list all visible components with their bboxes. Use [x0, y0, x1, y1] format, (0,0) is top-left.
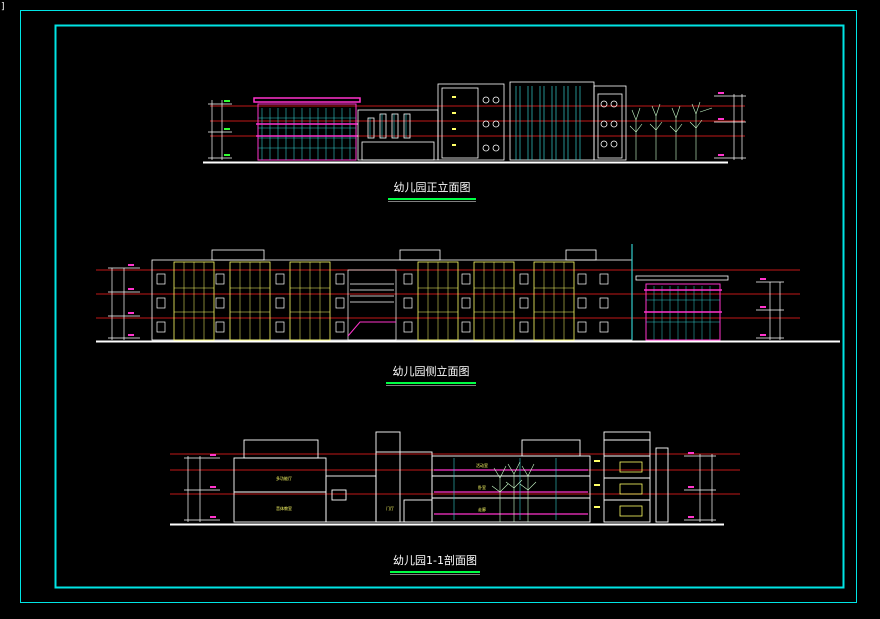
section-slab-lines: [434, 469, 588, 515]
front-columns: [515, 86, 581, 160]
front-right-block: [593, 85, 627, 161]
front-right-level-labels: [718, 92, 724, 156]
inner-frame: [54, 24, 845, 589]
section-right-block: [603, 431, 669, 523]
side-left-dimensions: [108, 267, 140, 340]
section-left-level-labels: [210, 454, 216, 518]
section-room-f: 卧室: [478, 484, 486, 490]
side-elevation: [96, 244, 840, 343]
side-window-bays: [156, 261, 609, 341]
side-drum-volume: [635, 275, 729, 341]
section-room-b: 音体教室: [276, 505, 292, 511]
section-left-dimensions: [184, 456, 220, 522]
section-trees: [491, 461, 537, 522]
section-right-level-labels: [688, 452, 694, 518]
side-elevation-title: 幼儿园侧立面图: [393, 364, 470, 378]
front-middle-glazing: [369, 114, 407, 138]
front-drum-volume: [253, 97, 361, 161]
section-classroom-glazing: [453, 458, 557, 520]
section-1-1: 多功能厅 音体教室 门厅 活动室 卧室 走廊: [170, 431, 740, 526]
front-round-windows: [482, 96, 500, 152]
side-right-level-labels: [760, 278, 766, 336]
section-room-c: 门厅: [386, 505, 394, 511]
front-left-level-labels: [224, 100, 230, 156]
front-level-lines: [210, 105, 745, 137]
section-level-lines: [170, 453, 740, 495]
corner-mark: ]: [1, 2, 5, 12]
section-room-e: 活动室: [476, 462, 488, 468]
section-connector: [325, 431, 433, 523]
section-right-dimensions: [684, 454, 716, 522]
section-right-windows: [619, 461, 643, 517]
side-ramp-zone: [347, 269, 397, 341]
section-room-a: 多功能厅: [276, 475, 292, 481]
section-classroom-stack: [431, 439, 591, 523]
section-room-d: 走廊: [478, 506, 486, 512]
side-right-dimensions: [756, 281, 784, 340]
side-left-level-labels: [128, 264, 134, 336]
front-left-dimensions: [208, 100, 232, 160]
side-ramp-line: [347, 321, 396, 337]
front-trees: [629, 101, 713, 160]
section-right-marks: [594, 460, 600, 508]
front-elevation: [203, 81, 746, 164]
front-tall-block: [437, 83, 505, 161]
outer-frame: [20, 10, 857, 603]
section-title: 幼儿园1-1剖面图: [393, 553, 477, 567]
front-elevation-title: 幼儿园正立面图: [394, 180, 471, 194]
front-right-dimensions: [714, 94, 746, 160]
front-tall-block-marks: [452, 96, 456, 146]
